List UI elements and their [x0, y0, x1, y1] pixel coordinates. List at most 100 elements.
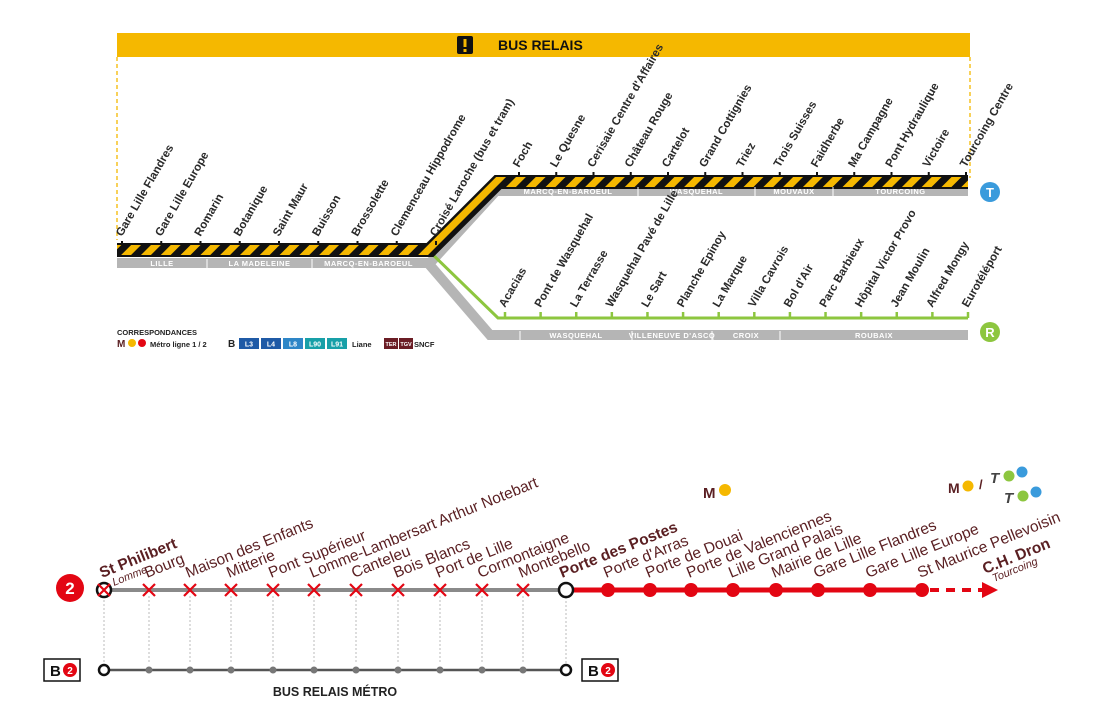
- bus-stop-node: [227, 666, 235, 674]
- roubaix-gray-band: [117, 258, 968, 340]
- roubaix-badge: [980, 322, 1000, 342]
- metro-1-icon: [719, 484, 731, 496]
- tourcoing-zone-label: TOURCOING: [875, 187, 925, 196]
- tourcoing-stop-label: Faidherbe: [809, 116, 847, 170]
- roubaix-stop-label: La Marque: [711, 254, 750, 310]
- bus-stop-node: [478, 666, 486, 674]
- roubaix-stop-label: Hôpital Victor Provo: [853, 208, 919, 310]
- metro-2-icon: [138, 339, 146, 347]
- tourcoing-stop-label: Triez: [735, 141, 759, 170]
- open-stop-node: [915, 583, 929, 597]
- roubaix-zone-label: WASQUEHAL: [549, 331, 602, 340]
- bus-stop-node: [269, 666, 277, 674]
- trunk-stop-label: Botanique: [232, 184, 271, 239]
- closed-stop-cross-icon: [391, 583, 405, 597]
- line-2-badge-label: 2: [65, 579, 74, 598]
- bus-stop-node: [352, 666, 360, 674]
- liane-label: Liane: [352, 340, 372, 349]
- svg-text:2: 2: [605, 666, 611, 677]
- tram-t-icon: [1030, 486, 1042, 498]
- svg-text:B: B: [50, 663, 61, 680]
- open-stop-node: [726, 583, 740, 597]
- roubaix-stop-label: Bol d'Air: [782, 262, 816, 310]
- tourcoing-stop-label: Cartelot: [660, 126, 692, 170]
- closed-stop-cross-icon: [307, 583, 321, 597]
- bus-line-badge: [239, 338, 259, 349]
- correspondances-title: CORRESPONDANCES: [117, 328, 197, 337]
- roubaix-stop-label: Wasquehal Pavé de Lille: [604, 188, 681, 309]
- bus-stop-node: [186, 666, 194, 674]
- train-badge: [384, 338, 398, 349]
- bus-stop-node: [436, 666, 444, 674]
- open-stop-node: [643, 583, 657, 597]
- metro-label: Métro ligne 1 / 2: [150, 340, 207, 349]
- roubaix-stop-label: Acacias: [497, 266, 529, 310]
- bus-line-badge-label: L3: [245, 342, 253, 349]
- metro-1-icon: [128, 339, 136, 347]
- trunk-zone-label: LA MADELEINE: [229, 259, 291, 268]
- closed-stop-cross-icon: [224, 583, 238, 597]
- bus-relais-banner: [117, 33, 970, 57]
- tourcoing-badge: [980, 182, 1000, 202]
- trunk-zone-label: LILLE: [150, 259, 173, 268]
- hazard-line-edge-top: [117, 175, 968, 245]
- closed-stop-cross-icon: [516, 583, 530, 597]
- bus-stop-node: [97, 663, 111, 677]
- exclamation-icon: [457, 36, 473, 54]
- svg-text:B: B: [588, 663, 599, 680]
- tram-t-icon: [1016, 466, 1028, 478]
- roubaix-stop-label: La Terrasse: [568, 248, 610, 309]
- tourcoing-stop-label: Le Quesne: [548, 113, 588, 170]
- line-2-badge: [56, 574, 84, 602]
- metro-1-icon: [962, 480, 974, 492]
- tourcoing-badge-letter: T: [986, 185, 994, 200]
- bus-relais-metro-label: BUS RELAIS MÉTRO: [273, 684, 398, 699]
- bus-line-badge: [283, 338, 303, 349]
- tram-r-icon: [1017, 490, 1029, 502]
- closed-stop-cross-icon: [183, 583, 197, 597]
- train-badge-label: TER: [386, 342, 397, 348]
- bus-stop-node: [310, 666, 318, 674]
- tourcoing-stop-label: Tourcoing Centre: [958, 81, 1016, 169]
- metro-logo-icon: M: [703, 485, 716, 502]
- metro-logo-icon: M: [117, 339, 125, 350]
- hazard-line-edge-bottom: [117, 187, 968, 257]
- trunk-zone-label: MARCQ-EN-BAROEUL: [324, 259, 413, 268]
- bus-stop-node: [394, 666, 402, 674]
- open-stop-node: [811, 583, 825, 597]
- tourcoing-zone-label: WASQUEHAL: [670, 187, 723, 196]
- correspondances-legend: CORRESPONDANCES M Métro ligne 1 / 2 B L3…: [117, 328, 435, 350]
- bus-logo-icon: B: [228, 339, 235, 350]
- bus-line-badge-label: L4: [267, 342, 275, 349]
- trunk-stop-label: Brossolette: [350, 178, 392, 239]
- roubaix-badge-letter: R: [985, 325, 995, 340]
- bus-line-badge: [261, 338, 281, 349]
- closed-stop-cross-icon: [266, 583, 280, 597]
- train-badge: [399, 338, 413, 349]
- open-stop-node: [684, 583, 698, 597]
- closed-stop-cross-icon: [475, 583, 489, 597]
- bus-line-badge: [305, 338, 325, 349]
- bus-stop-node: [145, 666, 153, 674]
- closed-stop-cross-icon: [349, 583, 363, 597]
- closed-stop-cross-icon: [97, 583, 111, 597]
- roubaix-zone-label: ROUBAIX: [855, 331, 893, 340]
- bus-line-badge: [327, 338, 347, 349]
- roubaix-stop-label: Le Sart: [640, 270, 670, 310]
- bus-badge-left: B 2: [43, 658, 81, 682]
- bus-stop-node: [559, 663, 573, 677]
- open-stop-node: [863, 583, 877, 597]
- bus-relais-title: BUS RELAIS: [498, 37, 583, 53]
- bus-line-badge-label: L91: [331, 342, 343, 349]
- tourcoing-stop-label: Cerisaie Centre d'Affaires: [586, 42, 666, 169]
- roubaix-zone-label: CROIX: [733, 331, 759, 340]
- metro-logo-icon: M: [948, 480, 960, 496]
- trunk-stop-label: Romarin: [193, 192, 227, 238]
